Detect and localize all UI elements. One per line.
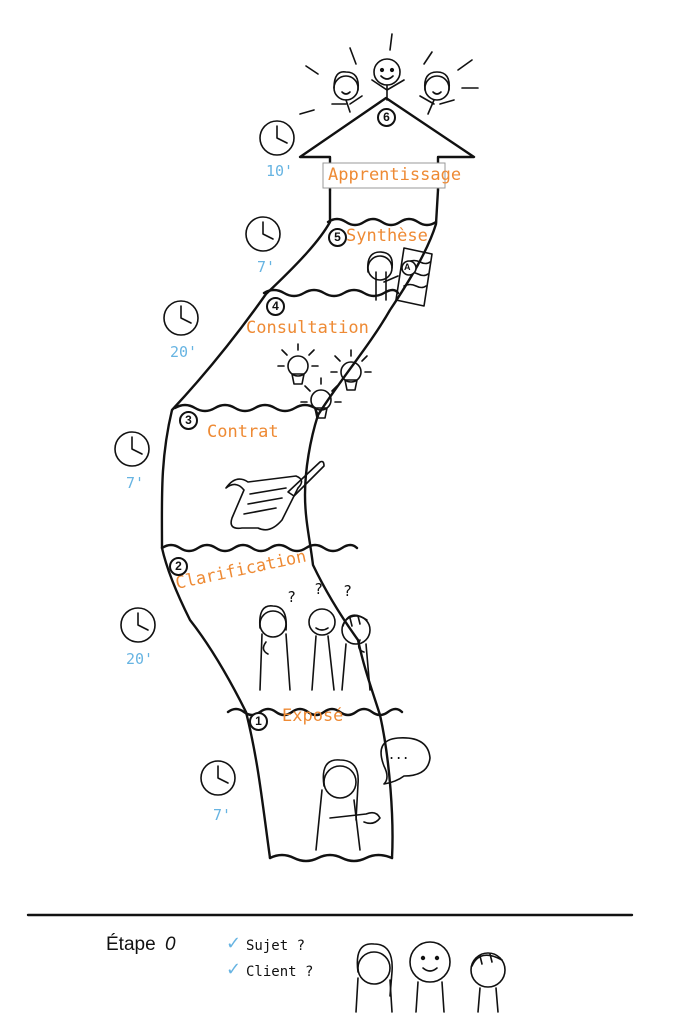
clock-icon-1 bbox=[200, 760, 236, 796]
speaker-person-icon bbox=[315, 737, 431, 851]
step-2-time: 20' bbox=[126, 650, 154, 668]
question-mark-1: ? bbox=[287, 588, 297, 606]
synthese-badge: A bbox=[404, 262, 411, 272]
step-5-time: 7' bbox=[257, 258, 276, 276]
celebrating-people bbox=[299, 33, 479, 115]
question-mark-3: ? bbox=[343, 582, 353, 600]
step-2-number: 2 bbox=[169, 557, 188, 576]
speech-bubble-text: ... bbox=[389, 744, 411, 763]
road-bottom-edge bbox=[268, 853, 394, 863]
divider-4-5 bbox=[262, 288, 400, 298]
checklist-item-subject: Sujet ? bbox=[246, 938, 306, 954]
arrow-head bbox=[298, 96, 476, 192]
divider-2-3 bbox=[160, 543, 359, 553]
step-6-time: 10' bbox=[266, 162, 294, 180]
step-6-number: 6 bbox=[377, 108, 396, 127]
clock-icon-6 bbox=[259, 120, 295, 156]
step-zero-word: Étape bbox=[106, 934, 156, 955]
step-4-time: 20' bbox=[170, 343, 198, 361]
clock-icon-2 bbox=[120, 607, 156, 643]
step-3-number: 3 bbox=[179, 411, 198, 430]
check-icon-client: ✓ bbox=[226, 959, 242, 980]
step-4-label: Consultation bbox=[246, 318, 369, 338]
step-6-label: Apprentissage bbox=[328, 165, 462, 185]
step-5-number: 5 bbox=[328, 228, 347, 247]
step-1-label: Exposé bbox=[282, 706, 344, 726]
idea-bulbs-icon bbox=[277, 343, 372, 419]
divider-5-6 bbox=[326, 217, 438, 227]
step-zero-title: Étape 0 bbox=[106, 934, 176, 956]
question-mark-2: ? bbox=[314, 580, 324, 598]
clock-icons bbox=[114, 120, 295, 796]
participants-icon bbox=[355, 941, 506, 1013]
clock-icon-3 bbox=[114, 431, 150, 467]
step-4-number: 4 bbox=[266, 297, 285, 316]
step-zero-number: 0 bbox=[164, 934, 176, 955]
step-5-label: Synthèse bbox=[346, 226, 428, 246]
clock-icon-5 bbox=[245, 216, 281, 252]
contract-scroll-icon bbox=[225, 460, 325, 531]
synthese-person-icon bbox=[366, 247, 433, 307]
step-3-time: 7' bbox=[126, 474, 145, 492]
thinking-people-icon bbox=[258, 605, 371, 691]
step-1-number: 1 bbox=[249, 712, 268, 731]
checklist-item-client: Client ? bbox=[246, 964, 314, 980]
road-left-edge bbox=[160, 188, 332, 860]
step-3-label: Contrat bbox=[207, 422, 279, 442]
road-right-edge bbox=[303, 188, 440, 860]
check-icon-subject: ✓ bbox=[226, 933, 242, 954]
clock-icon-4 bbox=[163, 300, 199, 336]
step-1-time: 7' bbox=[213, 806, 232, 824]
divider-3-4 bbox=[173, 403, 320, 418]
